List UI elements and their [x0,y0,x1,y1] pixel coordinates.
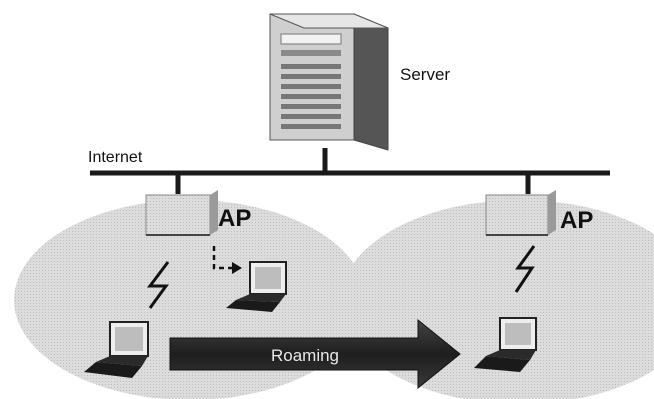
ap-right-label: AP [560,207,593,234]
internet-label: Internet [88,149,143,166]
dashed-connection-line [212,246,242,274]
access-point-icon [485,190,556,236]
roaming-label: Roaming [271,346,339,365]
server-label: Server [400,65,450,84]
ap-left-label: AP [218,205,251,232]
roaming-arrow [169,318,461,390]
access-point-icon [145,190,218,236]
server-tower-icon [269,13,389,151]
laptop-icon [474,317,537,372]
lightning-bolt-icon [147,261,170,309]
laptop-icon [84,321,149,378]
laptop-icon [226,261,287,312]
lightning-bolt-icon [514,245,536,293]
